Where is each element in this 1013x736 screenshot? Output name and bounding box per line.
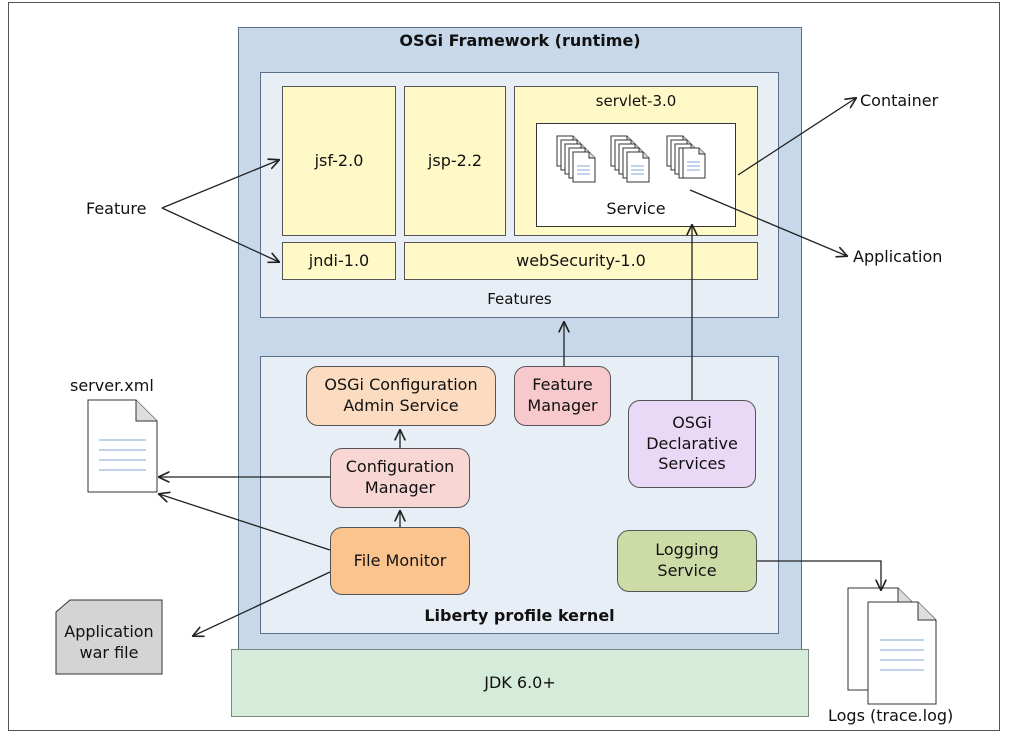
arrow-service-to-application <box>689 189 847 256</box>
logs-label: Logs (trace.log) <box>828 706 954 725</box>
osgi-framework-title: OSGi Framework (runtime) <box>399 31 641 50</box>
feature-label: Feature <box>86 199 147 218</box>
kernel-label: Liberty profile kernel <box>424 606 615 625</box>
feature-jndi: jndi-1.0 <box>282 242 396 280</box>
config-admin-service: OSGi Configuration Admin Service <box>306 366 496 426</box>
service-label: Service <box>606 199 666 219</box>
config-manager-line1: Configuration <box>345 457 455 477</box>
config-admin-line1: OSGi Configuration <box>324 375 478 395</box>
osgi-declarative-services: OSGi Declarative Services <box>628 400 756 488</box>
feature-websecurity: webSecurity-1.0 <box>404 242 758 280</box>
file-monitor-label: File Monitor <box>353 550 447 570</box>
logging-line2: Service <box>657 561 717 580</box>
arrow-servlet-to-container <box>737 98 856 176</box>
service-doc-stack-1 <box>556 135 596 183</box>
configuration-manager: Configuration Manager <box>330 448 470 508</box>
logs-document-icon <box>847 587 937 705</box>
file-monitor: File Monitor <box>330 527 470 595</box>
declarative-line3: Services <box>658 454 726 474</box>
feature-servlet-label: servlet-3.0 <box>595 92 677 110</box>
features-panel-label: Features <box>487 290 552 308</box>
jdk-label: JDK 6.0+ <box>484 672 556 692</box>
container-label: Container <box>860 91 939 110</box>
feature-websecurity-label: webSecurity-1.0 <box>516 250 646 270</box>
arrow-feature-to-jndi <box>161 207 279 262</box>
config-admin-line2: Admin Service <box>343 396 459 415</box>
service-doc-stack-2 <box>610 135 650 183</box>
arrow-filemonitor-to-war <box>193 571 331 636</box>
war-file-icon <box>55 599 163 675</box>
arrow-feature-to-jsf <box>161 160 279 209</box>
arrow-logging-to-logs <box>757 560 881 590</box>
feature-jsp-label: jsp-2.2 <box>427 150 483 170</box>
war-file-line2: war file <box>79 643 139 662</box>
server-xml-document-icon <box>87 399 158 493</box>
logging-line1: Logging <box>655 540 719 560</box>
feature-jsp: jsp-2.2 <box>404 86 506 236</box>
war-file-line1: Application <box>64 622 154 642</box>
feature-jndi-label: jndi-1.0 <box>308 250 370 270</box>
feature-manager-line1: Feature <box>532 375 593 395</box>
server-xml-label: server.xml <box>70 376 154 395</box>
config-manager-line2: Manager <box>364 478 436 497</box>
feature-manager-line2: Manager <box>527 396 598 415</box>
feature-manager: Feature Manager <box>514 366 611 426</box>
feature-jsf: jsf-2.0 <box>282 86 396 236</box>
war-file-label: Application war file <box>56 612 162 674</box>
service-doc-stack-3 <box>666 135 706 179</box>
arrow-filemonitor-to-serverxml <box>159 494 331 551</box>
feature-jsf-label: jsf-2.0 <box>314 150 364 170</box>
jdk-box: JDK 6.0+ <box>231 649 809 717</box>
declarative-line1: OSGi <box>672 412 712 432</box>
logging-service: Logging Service <box>617 530 757 592</box>
application-label: Application <box>853 247 943 266</box>
declarative-line2: Declarative <box>646 433 738 453</box>
